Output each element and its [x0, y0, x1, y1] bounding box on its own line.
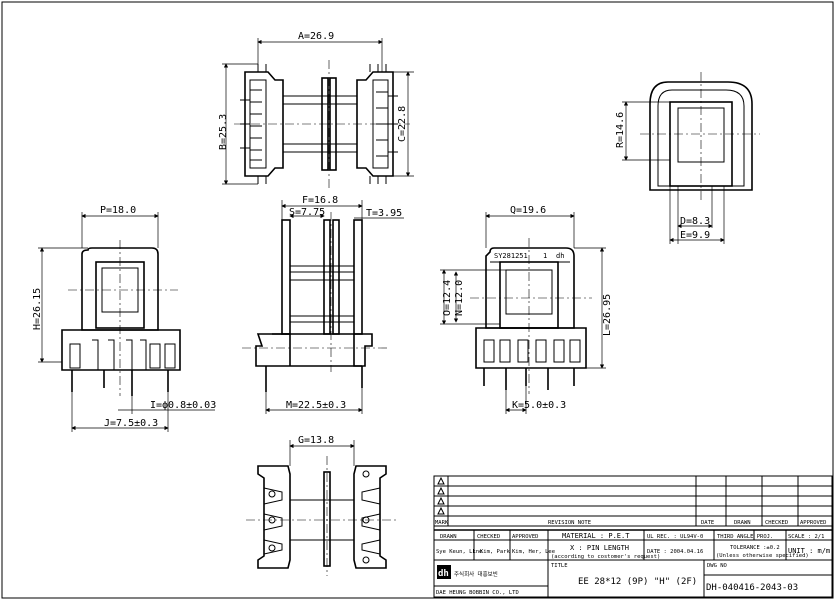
title-block — [433, 475, 833, 598]
dim-j-label: J=7.5±0.3 — [104, 418, 158, 429]
dh-logo-small: dh — [556, 252, 564, 260]
dwg-no: DH-040416-2043-03 — [706, 583, 798, 593]
side-view — [242, 200, 404, 414]
tolerance-note: (Unless otherwise specified) — [716, 553, 809, 559]
dim-o-label: O=12.4 — [442, 280, 453, 316]
drawing-title: EE 28*12 (9P) "H" (2F) — [578, 577, 697, 587]
checked-label: CHECKED — [477, 534, 500, 540]
dim-n-label: N=12.0 — [454, 280, 465, 316]
dim-s-label: S=7.75 — [289, 207, 325, 218]
part-mark: 1 — [543, 252, 547, 260]
scale: SCALE : 2/1 — [788, 534, 824, 540]
dim-t-label: T=3.95 — [366, 208, 402, 219]
dim-a-label: A=26.9 — [298, 31, 334, 42]
dim-l-label: L=26.95 — [602, 294, 613, 336]
dim-e-label: E=9.9 — [680, 230, 710, 241]
dwg-no-label: DWG NO — [707, 563, 727, 569]
approved-label: APPROVED — [512, 534, 539, 540]
dim-q-label: Q=19.6 — [510, 205, 546, 216]
rev-note-header: REVISION NOTE — [548, 520, 591, 526]
third-angle: THIRD ANGLE PROJ. — [717, 534, 773, 540]
rev-checked-header: CHECKED — [765, 520, 788, 526]
material: MATERIAL : P.E.T — [562, 532, 630, 540]
dim-g-label: G=13.8 — [298, 435, 334, 446]
rear-view — [440, 212, 606, 414]
dim-d-label: D=8.3 — [680, 216, 710, 227]
drawing-date: DATE : 2004.04.16 — [647, 549, 703, 555]
dim-c-label: C=22.8 — [397, 106, 408, 142]
top-view — [222, 38, 414, 188]
pin-length: X : PIN LENGTH — [570, 544, 629, 552]
dim-r-label: R=14.6 — [615, 112, 626, 148]
title-label: TITLE — [551, 563, 568, 569]
rev-approved-header: APPROVED — [800, 520, 827, 526]
pin-length-note: (according to costomer's request) — [551, 554, 660, 560]
rev-drawn-header: DRAWN — [734, 520, 751, 526]
bottom-view — [246, 440, 396, 576]
tolerance: TOLERANCE :±0.2 — [730, 545, 780, 551]
end-view — [622, 72, 760, 244]
dim-m-label: M=22.5±0.3 — [286, 400, 346, 411]
part-code: SY281251 — [494, 252, 528, 260]
company-logo: dh — [437, 565, 451, 579]
rev-mark-header: MARK — [435, 520, 449, 526]
ul-rec: UL REC. : UL94V-0 — [647, 534, 703, 540]
company-english: DAE HEUNG BOBBIN CO., LTD — [436, 590, 519, 596]
rev-date-header: DATE — [701, 520, 714, 526]
front-view — [38, 212, 215, 432]
company-korean: 주식회사 대흥보빈 — [454, 570, 498, 578]
dim-p-label: P=18.0 — [100, 205, 136, 216]
drawn-label: DRAWN — [440, 534, 457, 540]
dim-h-label: H=26.15 — [32, 288, 43, 330]
dim-i-label: I=ϕ0.8±0.03 — [150, 400, 216, 411]
approved-by: Kim, Her, Lee — [512, 549, 555, 555]
checked-by: Kim, Park — [480, 549, 510, 555]
dim-f-label: F=16.8 — [302, 195, 338, 206]
dim-b-label: B=25.3 — [218, 114, 229, 150]
drawn-by: Sye Keun, Lkne — [436, 549, 482, 555]
svg-text:dh: dh — [438, 569, 449, 579]
dim-k-label: K=5.0±0.3 — [512, 400, 566, 411]
unit: UNIT : m/m — [788, 547, 830, 555]
